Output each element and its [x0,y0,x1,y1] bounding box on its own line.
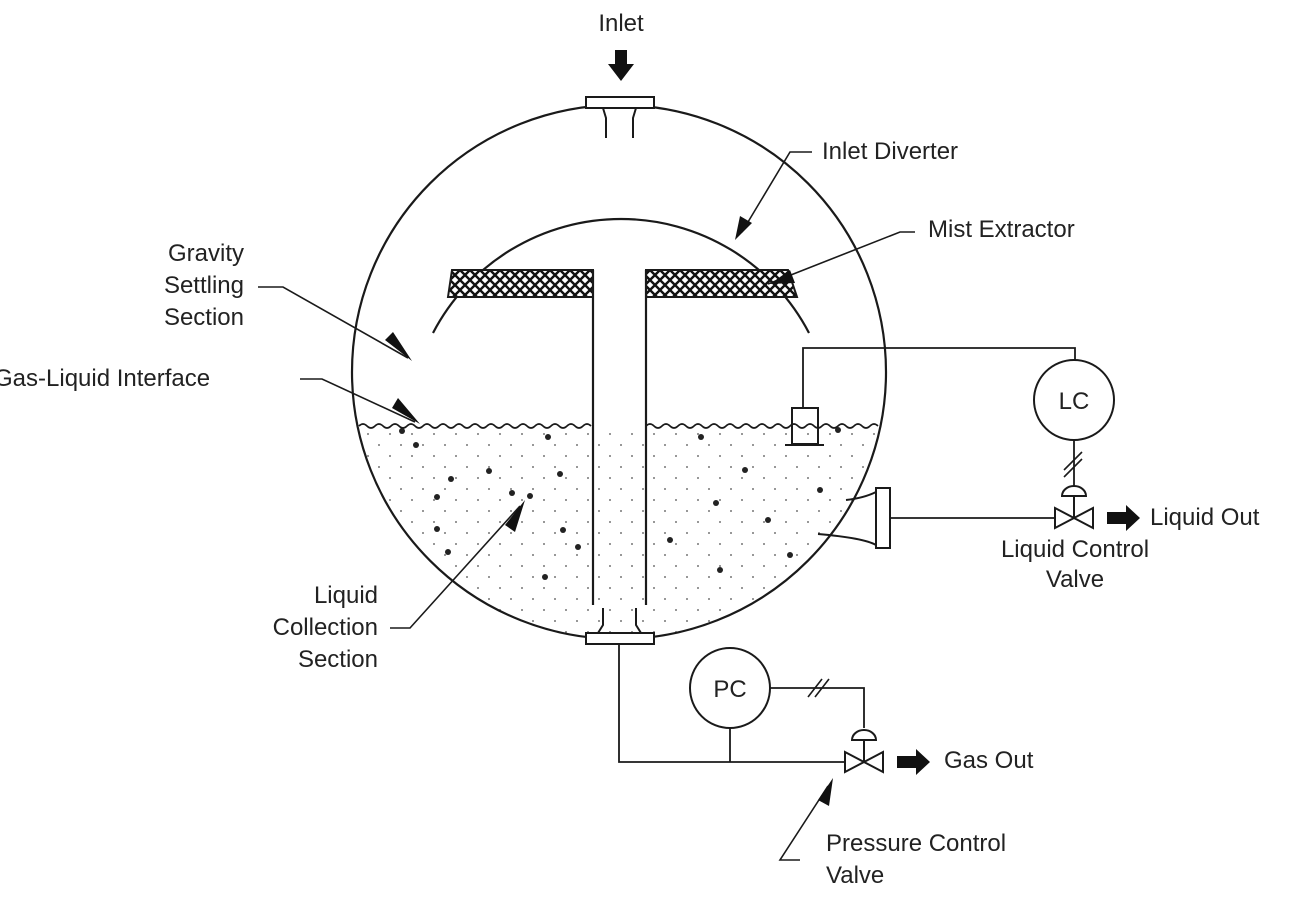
gas-outlet-line [618,644,845,763]
level-float [785,407,824,446]
gas-out-arrow-icon [897,749,930,775]
pneumatic-signal-hash-pc [807,678,830,698]
liquid-collection-label-3: Section [297,646,378,673]
gas-liquid-interface-label: Gas-Liquid Interface [0,365,211,392]
pneumatic-signal-hash-lc [1063,451,1083,478]
gas-out-label: Gas Out [944,747,1034,774]
lc-label: LC [1059,388,1090,415]
inlet-label: Inlet [598,10,644,37]
leader-lines [258,151,915,861]
level-signal-line [802,347,1076,408]
gravity-settling-label-1: Gravity [167,240,244,267]
mist-extractor-left [446,269,594,298]
pressure-signal-line [770,687,865,728]
leader-arrowheads [385,216,833,806]
inlet-nozzle [585,96,655,138]
gas-outlet-pipe [591,270,648,605]
mist-extractor-label: Mist Extractor [928,216,1075,243]
gas-liquid-interface-line [358,423,879,429]
pc-label: PC [713,676,746,703]
pressure-control-valve-icon [844,729,884,774]
gas-outlet-nozzle [585,608,655,645]
liquid-collection-label-2: Collection [272,614,378,641]
liquid-control-valve-label-2: Valve [1045,566,1105,593]
liquid-collection-label-1: Liquid [313,582,378,609]
gravity-settling-label-2: Settling [163,272,244,299]
gravity-settling-label-3: Section [163,304,244,331]
liquid-control-valve-icon [1054,485,1094,530]
liquid-control-valve-label-1: Liquid Control [1000,536,1150,563]
inlet-diverter-label: Inlet Diverter [822,138,959,165]
liquid-out-arrow-icon [1107,505,1140,531]
pressure-control-valve-label-1: Pressure Control [826,830,1007,857]
pressure-control-valve-label-2: Valve [826,862,885,889]
inlet-arrow-icon [608,50,634,81]
liquid-out-label: Liquid Out [1150,504,1260,531]
